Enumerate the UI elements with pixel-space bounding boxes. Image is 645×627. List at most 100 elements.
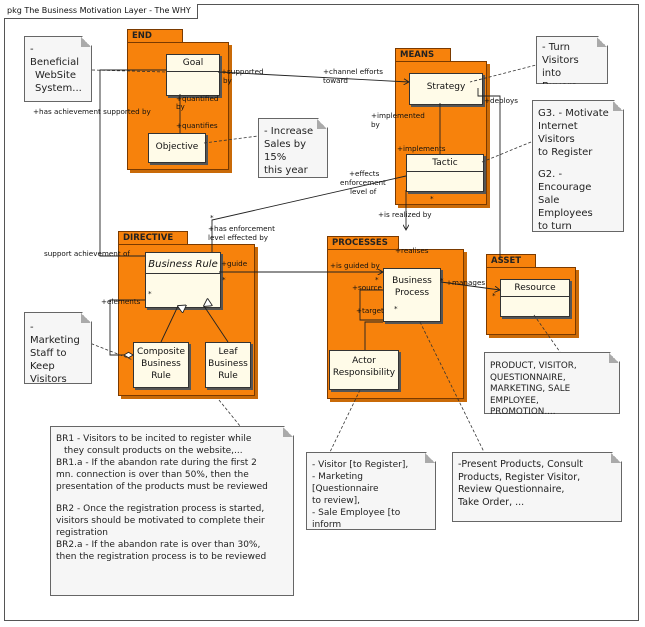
class-goal[interactable]: Goal — [166, 54, 220, 96]
anchor-marketing — [81, 339, 134, 361]
edge-tactic-business-rule — [211, 175, 407, 252]
anchor-beneficial — [91, 69, 167, 73]
note-line: - Increase — [264, 126, 314, 137]
anchor-turn-visitors — [469, 63, 541, 83]
note-line: PRODUCT, VISITOR, — [490, 361, 577, 371]
actor-responsibility-line-2: Responsibility — [332, 368, 396, 378]
note-turn-visitors: - Turn Visitors into Buyers — [536, 36, 608, 84]
composite-rule-line-2: Business — [141, 359, 181, 369]
label-target: +target — [356, 306, 384, 315]
label-elements: +elements — [101, 297, 141, 306]
note-line: G2. - Encourage — [538, 169, 592, 193]
package-directive-tab: DIRECTIVE — [118, 231, 188, 244]
note-line: Review Questionnaire, — [458, 484, 565, 495]
edge-actor-process — [364, 321, 383, 350]
note-line: BR1.a - If the abandon rate during the f… — [56, 458, 257, 468]
note-line: presentation of the products must be rev… — [56, 482, 268, 492]
label-supported: +supported — [221, 67, 264, 76]
note-line: Take Order, ... — [458, 496, 525, 508]
note-line: BR1 - Visitors to be incited to register… — [56, 434, 252, 444]
label-manages: +manages — [446, 278, 486, 287]
class-goal-name: Goal — [167, 55, 219, 72]
note-line: Internet Visitors — [538, 121, 578, 145]
note-resources: PRODUCT, VISITOR, QUESTIONNAIRE, MARKETI… — [484, 352, 620, 414]
label-multiplicity: * — [394, 304, 398, 313]
class-actor-responsibility[interactable]: Actor Responsibility — [329, 350, 399, 390]
actor-responsibility-line-1: Actor — [352, 356, 376, 366]
class-resource-name: Resource — [501, 280, 569, 297]
anchor-processes — [419, 321, 485, 453]
edge-process-resource — [440, 281, 500, 290]
class-leaf-business-rule[interactable]: Leaf Business Rule — [205, 342, 251, 388]
label-implemented: +implemented — [371, 111, 425, 120]
anchor-rules — [218, 399, 241, 427]
label-multiplicity: * — [440, 276, 444, 285]
label-multiplicity: * — [222, 275, 226, 284]
label-quantified: +quantified — [176, 94, 219, 103]
edge-goal-business-rule — [99, 69, 166, 257]
note-line: Sales by 15% — [264, 139, 307, 163]
note-line: - Visitor [to Register], — [312, 460, 409, 470]
note-line: - Beneficial — [30, 44, 79, 68]
class-resource[interactable]: Resource — [500, 279, 570, 317]
note-line: QUESTIONNAIRE, — [490, 372, 566, 383]
label-level-of: level of — [350, 187, 377, 196]
business-process-line-2: Process — [394, 288, 430, 298]
class-tactic-name: Tactic — [407, 155, 483, 172]
note-line: EMPLOYEE, PROMOTION,... — [490, 395, 556, 417]
label-enforcement: enforcement — [340, 178, 386, 187]
label-source: +source — [352, 283, 382, 292]
class-objective[interactable]: Objective — [148, 133, 206, 163]
note-line: to review], — [312, 496, 361, 506]
note-line: - Marketing — [30, 322, 80, 346]
label-implemented-by: by — [371, 120, 380, 129]
class-business-process[interactable]: Business Process — [383, 268, 441, 322]
label-has-enforcement: +has enforcement — [208, 224, 275, 233]
note-line: System... — [35, 83, 82, 94]
class-business-rule-name: Business Rule — [146, 253, 220, 274]
note-line: G3. - Motivate — [538, 108, 609, 119]
label-multiplicity: * — [148, 289, 152, 298]
label-realises: +realises — [395, 246, 429, 255]
label-multiplicity: * — [492, 291, 496, 300]
note-line: -Present Products, Consult — [458, 459, 583, 470]
package-frame — [4, 4, 639, 621]
label-quantifies: +quantifies — [176, 121, 218, 130]
label-is-guided-by: +is guided by — [330, 261, 380, 270]
note-increase-sales: - Increase Sales by 15% this year — [258, 118, 328, 178]
leaf-rule-line-1: Leaf — [218, 347, 238, 357]
label-effects: +effects — [349, 169, 380, 178]
label-multiplicity: * — [375, 275, 379, 284]
class-strategy[interactable]: Strategy — [409, 73, 483, 105]
composite-rule-line-1: Composite — [136, 347, 186, 357]
note-line: WebSite — [35, 70, 77, 81]
note-line: BR2 - Once the registration process is s… — [56, 504, 265, 514]
note-line: registration — [56, 528, 108, 538]
note-line: then the registration process is to be r… — [56, 552, 267, 562]
edge-generalization-composite — [160, 306, 178, 343]
note-beneficial-website: - Beneficial WebSite System... — [24, 36, 92, 102]
class-tactic[interactable]: Tactic — [406, 154, 484, 192]
note-line: Staff to Keep — [30, 348, 67, 372]
edge-strategy-resource — [477, 88, 501, 260]
note-marketing-staff: - Marketing Staff to Keep Visitors on th… — [24, 312, 92, 384]
note-line: - Marketing [Questionnaire — [312, 472, 379, 494]
label-multiplicity: * — [210, 213, 214, 222]
business-process-line-1: Business — [392, 276, 432, 286]
anchor-increase-sales — [203, 135, 259, 144]
note-line — [538, 159, 611, 168]
label-is-realized-by: +is realized by — [378, 210, 432, 219]
label-level-effected-by: level effected by — [208, 233, 269, 242]
leaf-rule-line-3: Rule — [218, 371, 238, 381]
note-line: - Sale Employee [to inform — [312, 508, 401, 530]
label-implements: +implements — [397, 144, 446, 153]
label-toward: toward — [323, 76, 348, 85]
label-guide: +guide — [221, 259, 248, 268]
note-processes: -Present Products, Consult Products, Reg… — [452, 452, 622, 522]
label-supported-by: by — [223, 76, 232, 85]
edge-process-source — [359, 289, 383, 321]
note-line: this year — [264, 165, 308, 176]
class-composite-business-rule[interactable]: Composite Business Rule — [133, 342, 189, 388]
